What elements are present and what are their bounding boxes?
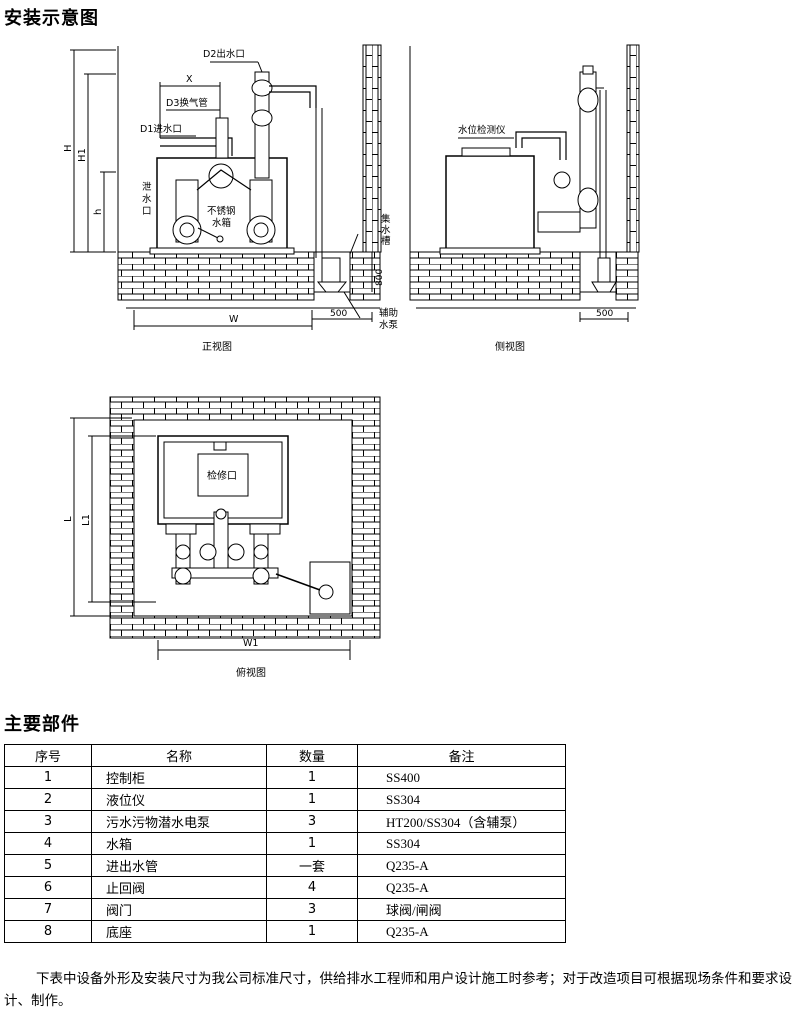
label-drain-2: 水 [142,193,152,205]
cell-remark: 球阀/闸阀 [357,898,566,921]
cell-qty: 1 [266,766,358,789]
parts-table: 序号 名称 数量 备注 1 控制柜 1 SS400 2 液位仪 1 SS304 … [4,744,566,943]
cell-name: 水箱 [91,832,267,855]
caption-top: 俯视图 [236,666,266,679]
cell-qty: 一套 [266,854,358,877]
cell-remark: Q235-A [357,854,566,877]
col-index: 序号 [4,744,92,767]
caption-front: 正视图 [202,340,232,353]
label-drain-1: 泄 [142,181,152,193]
label-tank-2: 水箱 [212,217,231,229]
label-hatch: 检修口 [207,469,237,482]
table-row: 2 液位仪 1 SS304 [4,788,566,811]
cell-name: 进出水管 [91,854,267,877]
label-d3: D3换气管 [166,97,208,109]
side-view: 水位检测仪 500 侧视图 [409,44,640,353]
cell-index: 1 [4,766,92,789]
cell-name: 阀门 [91,898,267,921]
front-floor-bricks [117,251,315,301]
table-row: 5 进出水管 一套 Q235-A [4,854,566,877]
label-x: X [186,74,193,85]
cell-index: 4 [4,832,92,855]
cell-index: 8 [4,920,92,943]
side-right-wall [626,44,640,253]
label-500-side: 500 [596,309,613,319]
label-w: W [229,314,239,325]
cell-index: 2 [4,788,92,811]
label-h1: H1 [77,148,88,162]
col-remark: 备注 [357,744,566,767]
cell-index: 3 [4,810,92,833]
cell-name: 止回阀 [91,876,267,899]
top-view: 检修口 L L1 W1 俯视图 [63,396,381,679]
front-right-wall [362,44,382,253]
cell-name: 底座 [91,920,267,943]
cell-qty: 4 [266,876,358,899]
label-aux-2: 水泵 [379,319,399,331]
installation-drawings: D2出水口 X D3换气管 D1进水口 泄 水 口 不锈钢 水箱 H H1 h … [63,44,640,679]
table-row: 4 水箱 1 SS304 [4,832,566,855]
table-row: 3 污水污物潜水电泵 3 HT200/SS304（含辅泵） [4,810,566,833]
cell-remark: HT200/SS304（含辅泵） [357,810,566,833]
col-qty: 数量 [266,744,358,767]
label-800: 800 [375,269,385,286]
parts-table-header: 序号 名称 数量 备注 [4,744,566,767]
label-sump-1: 集 [381,213,391,225]
label-h-small: h [93,209,104,215]
label-aux-1: 辅助 [379,307,398,319]
table-row: 6 止回阀 4 Q235-A [4,876,566,899]
label-d1: D1进水口 [140,123,182,135]
cell-index: 7 [4,898,92,921]
cell-remark: SS304 [357,788,566,811]
install-diagram-heading: 安装示意图 [4,8,99,29]
cell-index: 6 [4,876,92,899]
cell-remark: Q235-A [357,920,566,943]
label-l1: L1 [81,514,92,526]
caption-side: 侧视图 [495,340,525,353]
label-drain-3: 口 [142,206,152,217]
cell-qty: 1 [266,920,358,943]
cell-remark: SS400 [357,766,566,789]
label-l: L [63,516,74,522]
label-h: H [63,144,74,152]
footnote: 下表中设备外形及安装尺寸为我公司标准尺寸，供给排水工程师和用户设计施工时参考；对… [4,971,792,1009]
cell-name: 液位仪 [91,788,267,811]
cell-qty: 1 [266,832,358,855]
label-level-meter: 水位检测仪 [458,124,506,136]
cell-index: 5 [4,854,92,877]
side-floor-bricks [409,251,581,301]
table-row: 8 底座 1 Q235-A [4,920,566,943]
label-tank-1: 不锈钢 [207,205,236,217]
cell-remark: Q235-A [357,876,566,899]
label-500-front: 500 [330,309,347,319]
cell-name: 污水污物潜水电泵 [91,810,267,833]
label-sump-2: 水 [381,224,391,236]
label-d2: D2出水口 [203,48,245,60]
table-row: 1 控制柜 1 SS400 [4,766,566,789]
table-row: 7 阀门 3 球阀/闸阀 [4,898,566,921]
label-sump-3: 槽 [381,235,391,247]
cell-name: 控制柜 [91,766,267,789]
col-name: 名称 [91,744,267,767]
label-w1: W1 [243,638,258,649]
cell-qty: 3 [266,898,358,921]
cell-qty: 3 [266,810,358,833]
main-parts-heading: 主要部件 [4,714,80,735]
front-view: D2出水口 X D3换气管 D1进水口 泄 水 口 不锈钢 水箱 H H1 h … [63,44,399,353]
cell-qty: 1 [266,788,358,811]
cell-remark: SS304 [357,832,566,855]
